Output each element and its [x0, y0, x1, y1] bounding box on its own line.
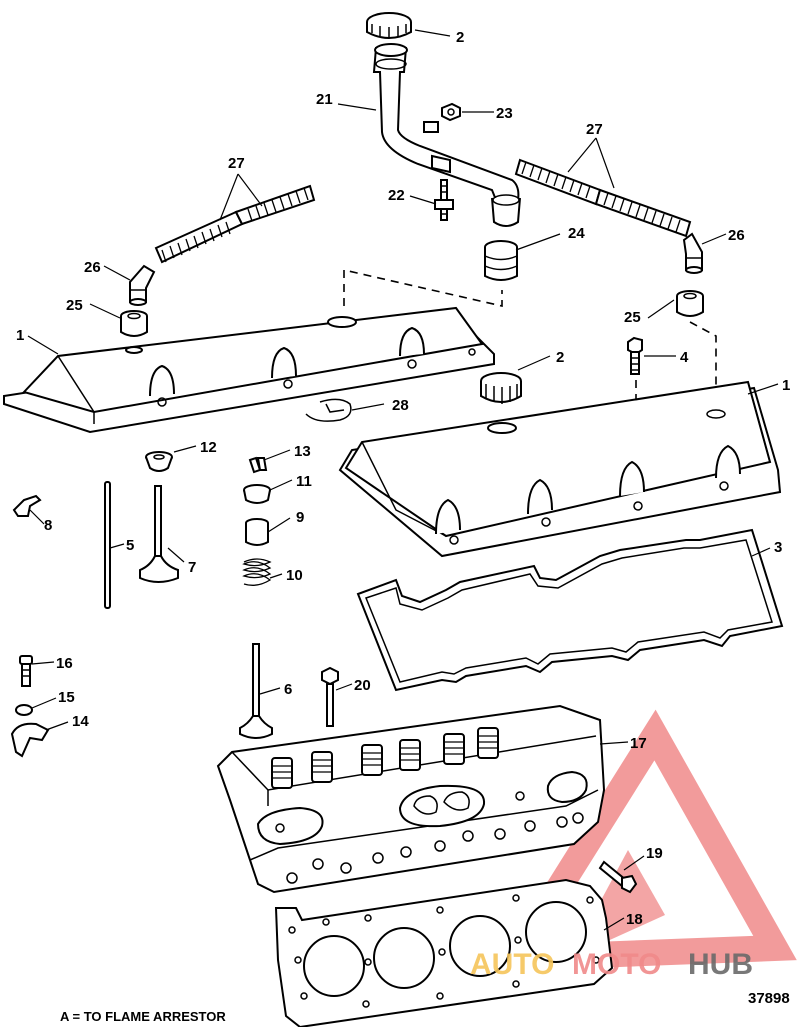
label-cover-gasket: 3 — [774, 539, 782, 556]
cylinder-head — [216, 704, 606, 894]
part-labels: 2 21 23 22 24 27 27 26 26 25 25 1 1 2 4 … — [16, 29, 790, 928]
label-cover-right: 1 — [782, 377, 790, 394]
label-retainer: 12 — [200, 439, 217, 456]
grommet-large — [484, 240, 518, 281]
elbow-right — [682, 232, 703, 274]
valve-spring-10 — [242, 558, 272, 586]
label-head: 17 — [630, 735, 647, 752]
label-grommet-right: 25 — [624, 309, 641, 326]
valve-cover-right — [338, 380, 782, 558]
elbow-left — [129, 264, 156, 306]
flame-arrestor-caption: A = TO FLAME ARRESTOR — [60, 1009, 226, 1024]
watermark-prefix: AUTO — [470, 948, 554, 981]
label-elbow-left: 26 — [84, 259, 101, 276]
small-bolt-19 — [598, 860, 638, 894]
rocker-stud-16 — [19, 655, 33, 687]
watermark-suffix: HUB — [688, 948, 753, 981]
intake-valve — [139, 485, 179, 583]
valve-cover-left — [3, 306, 495, 434]
label-head-gasket: 18 — [626, 911, 643, 928]
stud-bolt — [434, 179, 454, 221]
label-cover-left: 1 — [16, 327, 24, 344]
nut — [441, 102, 461, 122]
head-bolt-20 — [321, 666, 339, 727]
hose-right — [514, 158, 692, 238]
label-pipe: 21 — [316, 91, 333, 108]
rocker-arm-14 — [10, 722, 50, 758]
label-cap-top: 2 — [456, 29, 464, 46]
pivot-ball-15 — [15, 704, 33, 716]
label-exhaust-valve: 6 — [284, 681, 292, 698]
label-stud-bolt: 22 — [388, 187, 405, 204]
wire-clip — [305, 398, 352, 422]
watermark-middle: MOTO — [572, 948, 661, 981]
cover-bolt — [627, 336, 643, 375]
head-valve-springs — [271, 727, 499, 789]
breather-pipe — [372, 43, 521, 227]
label-seal: 9 — [296, 509, 304, 526]
watermark-text: AUTO MOTO HUB — [470, 948, 753, 981]
head-gasket — [274, 878, 614, 1027]
label-rocker-arm: 14 — [72, 713, 89, 730]
oil-filler-cap-right — [480, 372, 522, 404]
valve-lock-13 — [248, 456, 268, 474]
label-stud: 16 — [56, 655, 73, 672]
oil-filler-cap-top — [366, 12, 412, 39]
label-retainer2: 11 — [296, 473, 312, 490]
label-hose-left: 27 — [228, 155, 245, 172]
label-rocker-ball: 8 — [44, 517, 52, 534]
exhaust-valve — [239, 643, 273, 739]
valve-retainer-12 — [145, 451, 173, 472]
label-nut: 23 — [496, 105, 513, 122]
label-pushrod: 5 — [126, 537, 134, 554]
gasket-holes — [288, 894, 600, 1008]
valve-retainer-11 — [243, 484, 271, 504]
pushrod — [104, 481, 111, 609]
label-ball: 15 — [58, 689, 75, 706]
label-head-bolt: 20 — [354, 677, 371, 694]
hose-left — [154, 184, 316, 264]
label-bolt-small: 19 — [646, 845, 663, 862]
label-clip: 28 — [392, 397, 409, 414]
grommet-right — [676, 290, 704, 317]
cover-gasket — [356, 528, 784, 692]
valve-seal-9 — [245, 518, 269, 546]
label-lock: 13 — [294, 443, 311, 460]
rocker-ball-8 — [12, 494, 42, 517]
label-bolt: 4 — [680, 349, 689, 366]
leader-lines — [27, 29, 779, 931]
label-elbow-right: 26 — [728, 227, 745, 244]
head-holes — [275, 791, 584, 884]
figure-number: 37898 — [748, 990, 790, 1007]
label-spring: 10 — [286, 567, 303, 584]
label-cap-right: 2 — [556, 349, 564, 366]
label-grommet-large: 24 — [568, 225, 585, 242]
label-grommet-left: 25 — [66, 297, 83, 314]
label-intake-valve: 7 — [188, 559, 196, 576]
label-hose-right: 27 — [586, 121, 603, 138]
grommet-left — [120, 310, 148, 337]
